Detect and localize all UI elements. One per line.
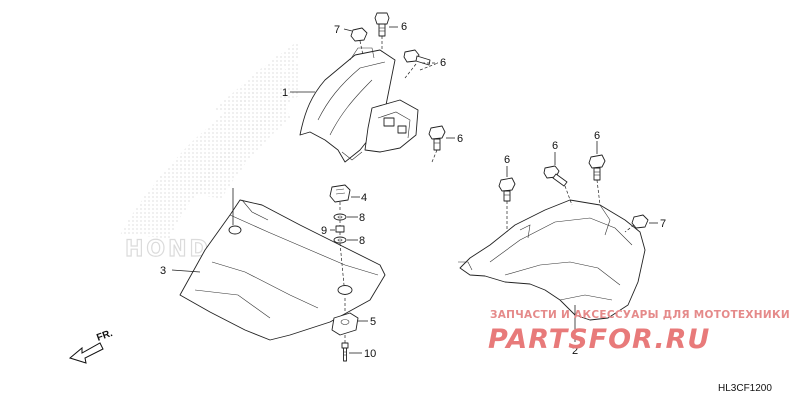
collar-icon xyxy=(335,225,345,237)
direction-label: FR. xyxy=(95,328,114,344)
callout-5: 5 xyxy=(370,316,376,328)
mount-rubber-icon xyxy=(331,298,359,336)
front-cover xyxy=(179,199,386,341)
callout-6: 6 xyxy=(504,154,510,166)
bolt-icon xyxy=(428,125,446,163)
callout-8: 8 xyxy=(359,212,365,224)
callout-6: 6 xyxy=(552,140,558,152)
front-direction-arrow-icon xyxy=(68,342,104,364)
leader-7a xyxy=(343,28,353,32)
bolt-icon xyxy=(403,49,431,79)
clip-icon xyxy=(350,27,368,56)
watermark-tagline: ЗАПЧАСТИ И АКСЕССУАРЫ ДЛЯ МОТОТЕХНИКИ xyxy=(490,309,790,321)
washer-icon xyxy=(333,213,347,226)
side-cover xyxy=(458,199,646,321)
grommet-icon xyxy=(329,184,351,212)
diagram-code: HL3CF1200 xyxy=(718,383,772,394)
bolt-icon xyxy=(341,335,349,362)
watermark-site: PARTSFOR.RU xyxy=(488,324,710,355)
callout-9: 9 xyxy=(321,225,327,237)
callout-3: 3 xyxy=(160,265,166,277)
bolt-icon xyxy=(543,165,573,206)
washer-icon xyxy=(333,236,347,286)
callout-6: 6 xyxy=(401,21,407,33)
callout-7: 7 xyxy=(334,24,340,36)
leader-3 xyxy=(171,269,201,273)
bolt-icon xyxy=(374,12,390,52)
callout-7: 7 xyxy=(660,218,666,230)
bolt-icon xyxy=(588,154,606,206)
upper-inner-panel xyxy=(299,47,419,163)
callout-4: 4 xyxy=(361,192,367,204)
clip-icon xyxy=(624,214,649,233)
callout-6: 6 xyxy=(594,130,600,142)
callout-2: 2 xyxy=(572,345,578,357)
callout-8: 8 xyxy=(359,235,365,247)
callout-6: 6 xyxy=(457,133,463,145)
callout-6: 6 xyxy=(440,57,446,69)
callout-10: 10 xyxy=(364,348,376,360)
bolt-icon xyxy=(498,177,516,232)
callout-1: 1 xyxy=(282,87,288,99)
